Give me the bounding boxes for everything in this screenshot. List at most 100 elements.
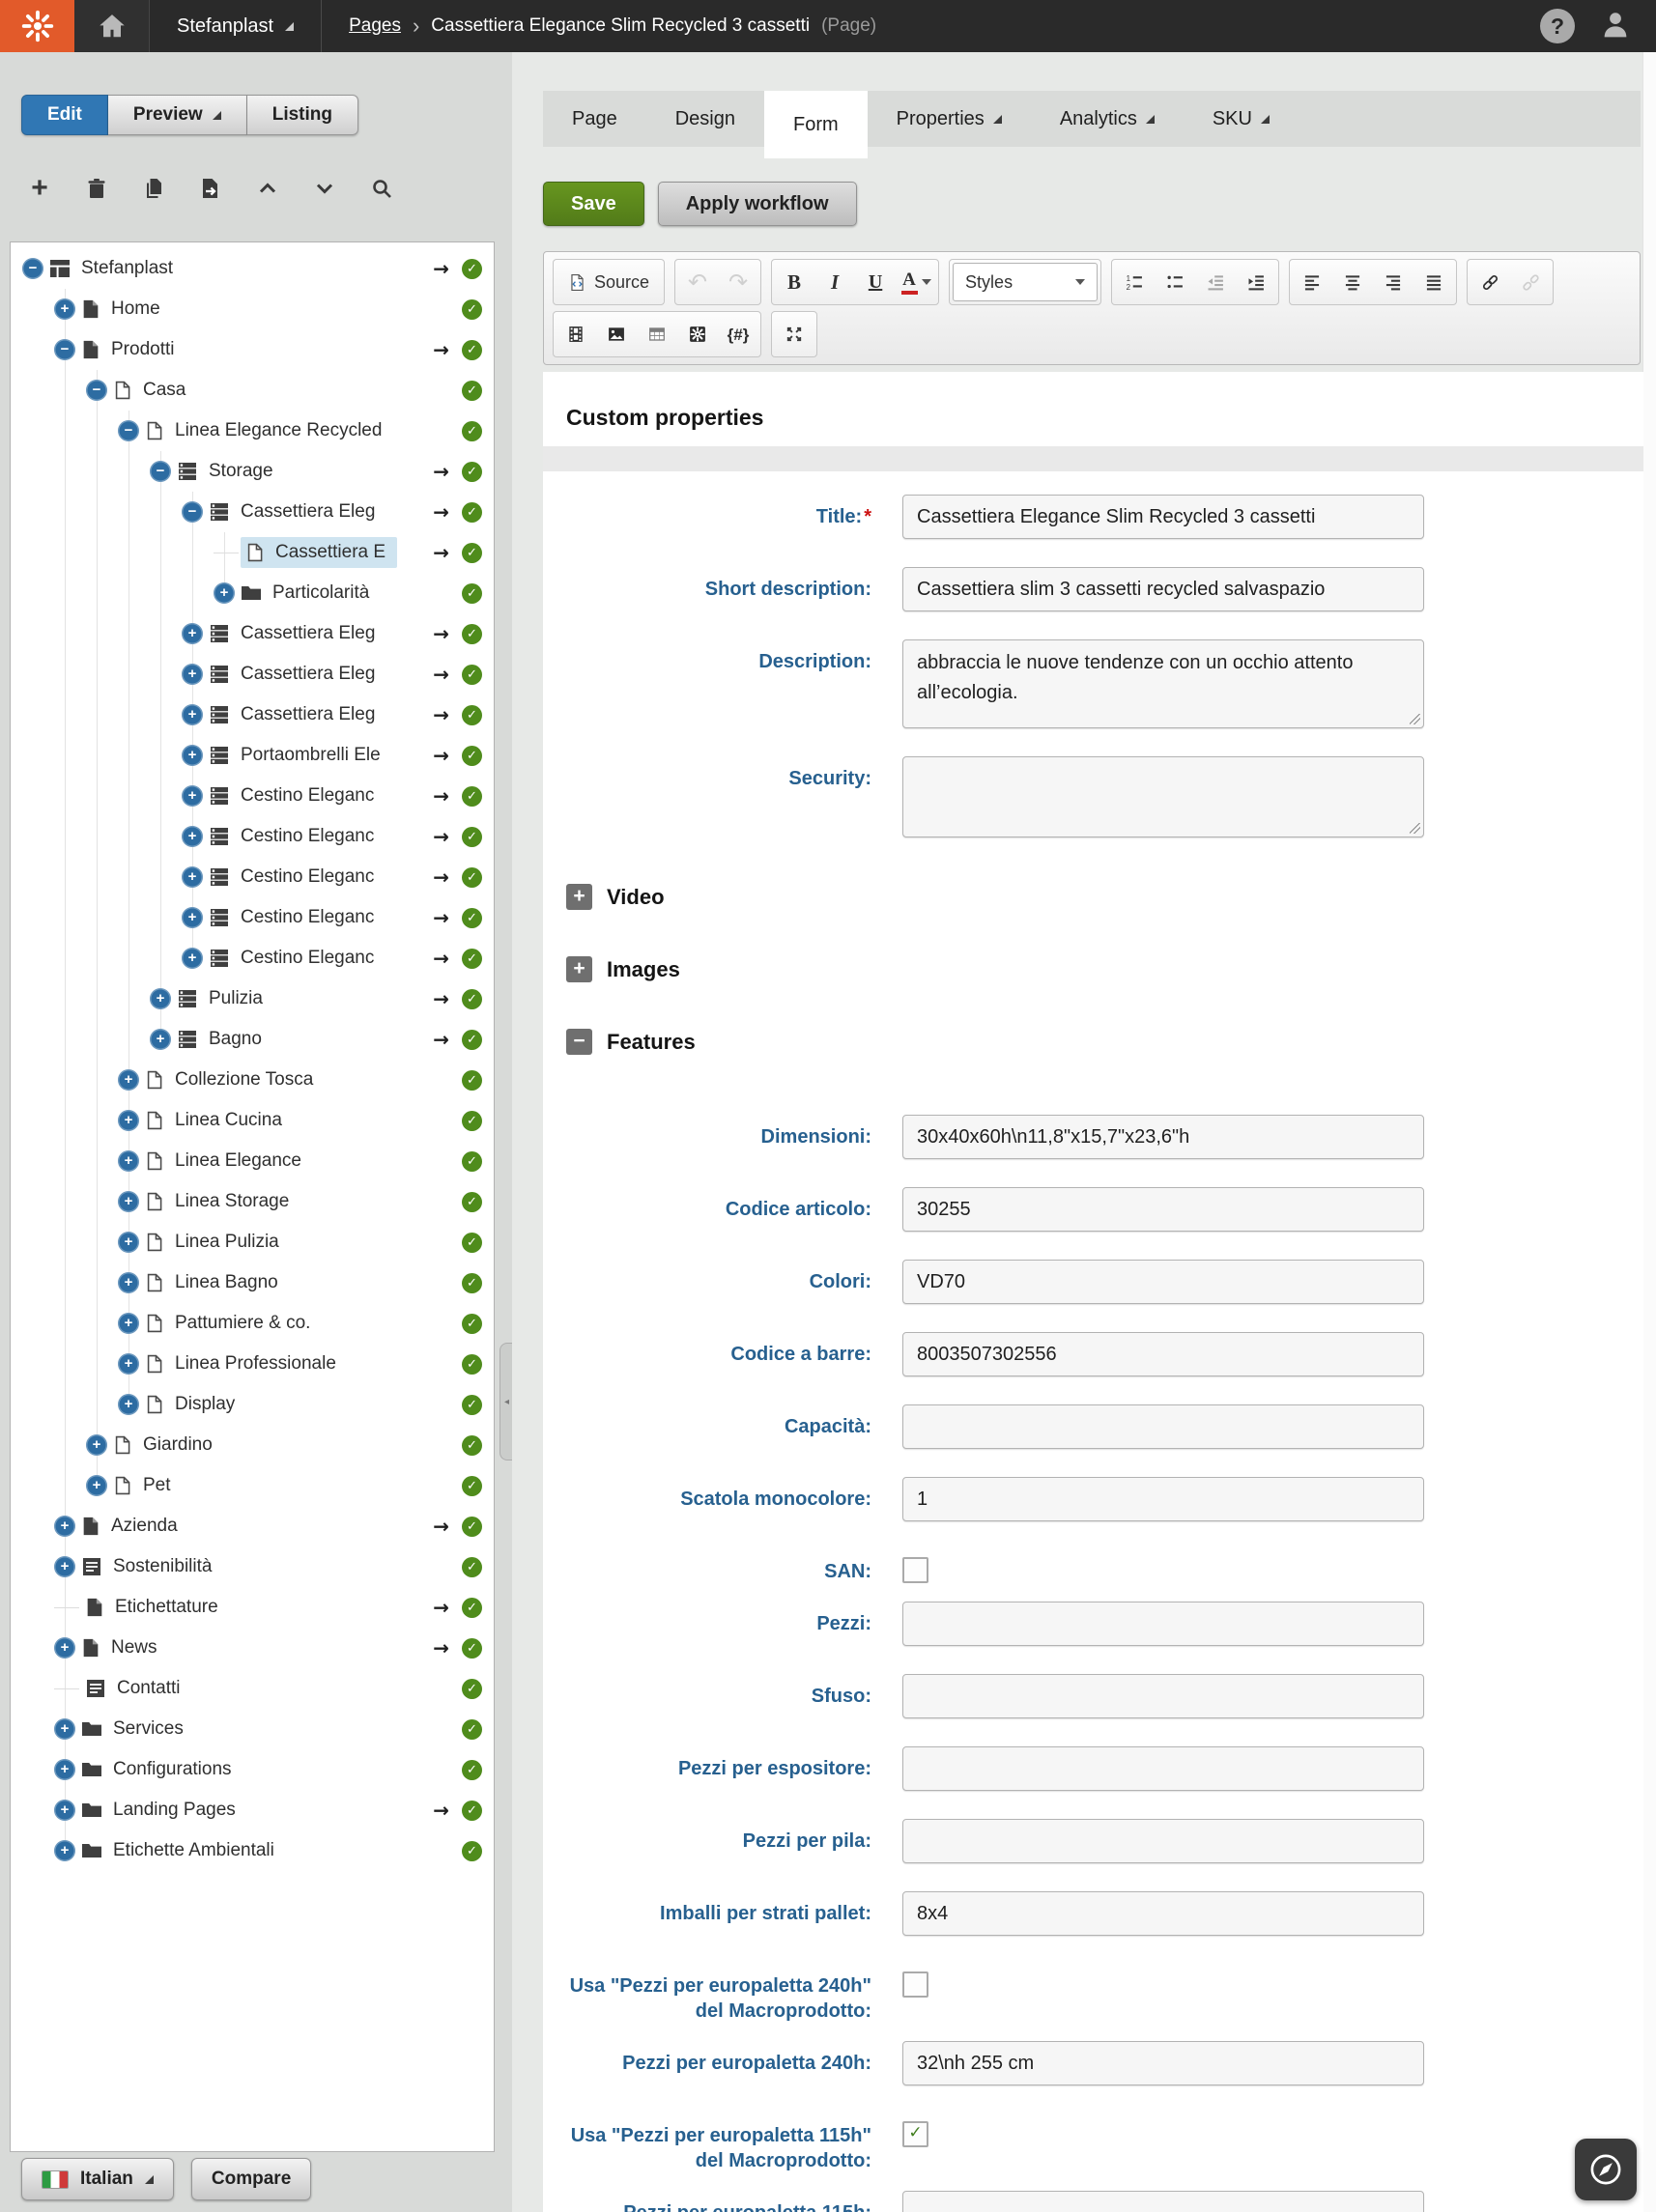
security-textarea[interactable] <box>902 756 1424 837</box>
expand-toggle-icon[interactable]: + <box>118 1353 139 1375</box>
scatola-monocolore-input[interactable] <box>902 1477 1424 1521</box>
tree-row[interactable]: +Collezione Tosca✓ <box>11 1060 494 1100</box>
expand-toggle-icon[interactable]: + <box>86 1434 107 1456</box>
pezzi-per-pila-input[interactable] <box>902 1819 1424 1863</box>
tab-page[interactable]: Page <box>543 91 646 147</box>
pezzi-per-europaletta-240h-input[interactable] <box>902 2041 1424 2085</box>
help-icon[interactable]: ? <box>1540 9 1575 43</box>
copy-icon[interactable] <box>141 176 166 201</box>
resize-grip-icon[interactable] <box>1410 823 1420 834</box>
expand-toggle-icon[interactable]: + <box>182 826 203 847</box>
table-button[interactable] <box>638 315 676 354</box>
tree-row[interactable]: +Linea Storage✓ <box>11 1181 494 1222</box>
search-icon[interactable] <box>369 176 394 201</box>
tree-row[interactable]: +Linea Cucina✓ <box>11 1100 494 1141</box>
expand-toggle-icon[interactable]: + <box>54 1637 75 1659</box>
tab-design[interactable]: Design <box>646 91 764 147</box>
expand-toggle-icon[interactable]: + <box>118 1313 139 1334</box>
expand-toggle-icon[interactable]: + <box>54 1556 75 1577</box>
expand-icon[interactable] <box>312 176 337 201</box>
site-switcher[interactable]: Stefanplast <box>150 0 323 52</box>
tree-row[interactable]: +Linea Bagno✓ <box>11 1262 494 1303</box>
colori-input[interactable] <box>902 1260 1424 1304</box>
expand-toggle-icon[interactable]: + <box>182 907 203 928</box>
tree-row[interactable]: +Display✓ <box>11 1384 494 1425</box>
tree-row[interactable]: −Cassettiera Eleg→✓ <box>11 492 494 532</box>
codice-articolo-input[interactable] <box>902 1187 1424 1232</box>
tree-row[interactable]: +Cestino Eleganc→✓ <box>11 816 494 857</box>
tree-row[interactable]: +Cassettiera Eleg→✓ <box>11 654 494 695</box>
tree-row[interactable]: +Portaombrelli Ele→✓ <box>11 735 494 776</box>
sidebar-collapse-handle[interactable]: ◂ <box>500 1343 513 1460</box>
section-toggle-images[interactable]: +Images <box>566 956 1643 982</box>
collapse-toggle-icon[interactable]: − <box>182 501 203 523</box>
tree-row[interactable]: +Pattumiere & co.✓ <box>11 1303 494 1344</box>
tree-row[interactable]: +Cestino Eleganc→✓ <box>11 938 494 978</box>
expand-toggle-icon[interactable]: + <box>54 1840 75 1861</box>
expand-toggle-icon[interactable]: + <box>54 298 75 320</box>
tree-row[interactable]: +Etichette Ambientali✓ <box>11 1830 494 1871</box>
pezzi-per-europaletta-115h-input[interactable] <box>902 2191 1424 2212</box>
tree-row[interactable]: +Home✓ <box>11 289 494 329</box>
tab-form[interactable]: Form <box>763 91 868 158</box>
page-properties-button[interactable] <box>678 315 717 354</box>
source-button[interactable]: Source <box>557 263 661 301</box>
align-left-button[interactable] <box>1293 263 1331 301</box>
tree-row[interactable]: +Cestino Eleganc→✓ <box>11 897 494 938</box>
token-button[interactable]: {#} <box>727 325 750 344</box>
user-icon[interactable] <box>1600 9 1631 44</box>
expand-toggle-icon[interactable]: + <box>118 1110 139 1131</box>
apply-workflow-button[interactable]: Apply workflow <box>657 182 857 226</box>
language-selector[interactable]: Italian <box>21 2158 174 2200</box>
collapse-toggle-icon[interactable]: − <box>54 339 75 360</box>
capacit-input[interactable] <box>902 1404 1424 1449</box>
italic-button[interactable]: I <box>830 269 840 294</box>
link-button[interactable] <box>1470 263 1509 301</box>
sfuso-input[interactable] <box>902 1674 1424 1718</box>
short-description-input[interactable] <box>902 567 1424 611</box>
mode-tab-listing[interactable]: Listing <box>246 95 358 135</box>
tree-row[interactable]: Etichettature→✓ <box>11 1587 494 1628</box>
expand-toggle-icon[interactable]: + <box>54 1759 75 1780</box>
expand-toggle-icon[interactable]: + <box>182 704 203 725</box>
expand-toggle-icon[interactable]: + <box>54 1718 75 1740</box>
unlink-button[interactable] <box>1511 263 1550 301</box>
description-textarea[interactable]: abbraccia le nuove tendenze con un occhi… <box>902 639 1424 728</box>
expand-toggle-icon[interactable]: + <box>54 1800 75 1821</box>
usa-pezzi-per-europaletta-115h-del-macroprodotto-checkbox[interactable]: ✓ <box>902 2121 928 2147</box>
tree-row[interactable]: +Azienda→✓ <box>11 1506 494 1546</box>
outdent-button[interactable] <box>1196 263 1235 301</box>
align-right-button[interactable] <box>1374 263 1413 301</box>
indent-button[interactable] <box>1237 263 1275 301</box>
align-justify-button[interactable] <box>1414 263 1453 301</box>
breadcrumb-pages-link[interactable]: Pages <box>349 15 401 36</box>
pezzi-input[interactable] <box>902 1602 1424 1646</box>
tree-row[interactable]: Contatti✓ <box>11 1668 494 1709</box>
image-button[interactable] <box>597 315 636 354</box>
mode-tab-preview[interactable]: Preview <box>107 95 247 135</box>
tree-row[interactable]: +Linea Elegance✓ <box>11 1141 494 1181</box>
expand-toggle-icon[interactable]: + <box>118 1272 139 1293</box>
tree-row[interactable]: −Linea Elegance Recycled✓ <box>11 411 494 451</box>
compare-button[interactable]: Compare <box>190 2158 312 2200</box>
collapse-toggle-icon[interactable]: − <box>150 461 171 482</box>
section-toggle-video[interactable]: +Video <box>566 884 1643 910</box>
tab-analytics[interactable]: Analytics <box>1031 91 1184 147</box>
tree-row[interactable]: −Stefanplast→✓ <box>11 248 494 289</box>
tree-row[interactable]: +Linea Pulizia✓ <box>11 1222 494 1262</box>
expand-toggle-icon[interactable]: + <box>182 948 203 969</box>
save-button[interactable]: Save <box>543 182 644 226</box>
tree-row[interactable]: −Storage→✓ <box>11 451 494 492</box>
tab-properties[interactable]: Properties <box>868 91 1031 147</box>
tree-row[interactable]: +Cestino Eleganc→✓ <box>11 857 494 897</box>
align-center-button[interactable] <box>1333 263 1372 301</box>
section-toggle-features[interactable]: −Features <box>566 1029 1643 1055</box>
collapse-toggle-icon[interactable]: − <box>86 380 107 401</box>
expand-toggle-icon[interactable]: + <box>118 1150 139 1172</box>
add-icon[interactable]: + <box>31 172 48 204</box>
tree-row[interactable]: +Pet✓ <box>11 1465 494 1506</box>
expand-toggle-icon[interactable]: + <box>118 1191 139 1212</box>
resize-grip-icon[interactable] <box>1410 714 1420 724</box>
expand-toggle-icon[interactable]: + <box>182 623 203 644</box>
app-logo-icon[interactable] <box>0 0 74 52</box>
